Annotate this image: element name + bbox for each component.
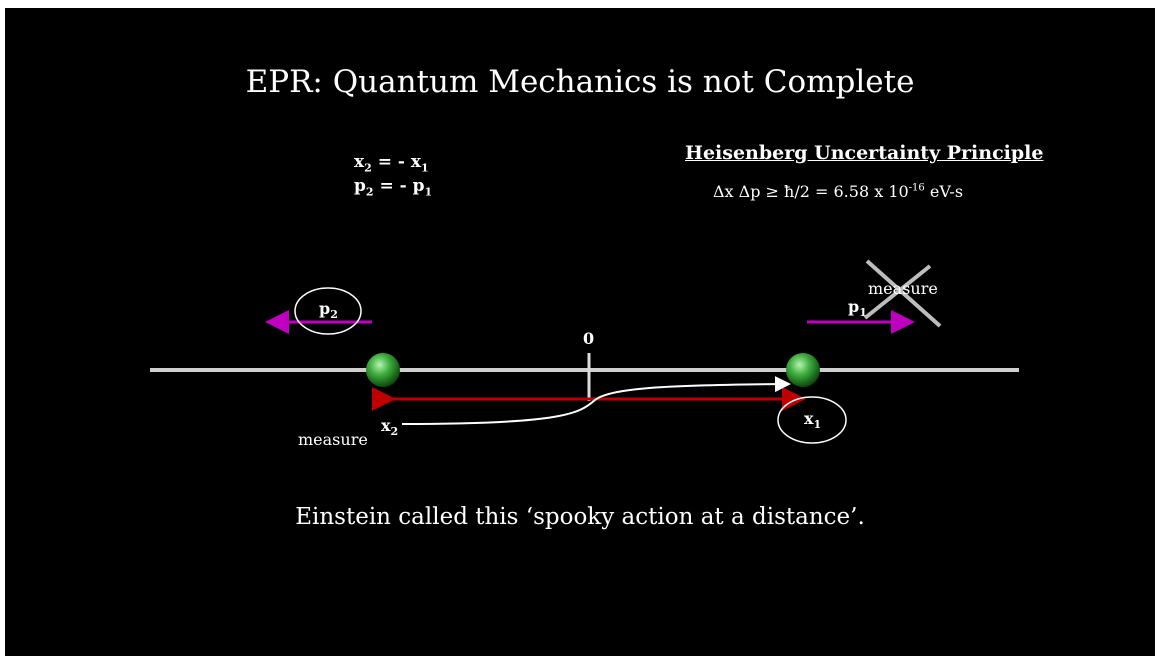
x1-ellipse	[777, 396, 847, 444]
heisenberg-equation: Δx Δp ≥ ħ/2 = 6.58 x 10-16 eV-s	[713, 182, 964, 201]
relation-x: x2 = - x1	[354, 152, 429, 175]
particle-2	[366, 353, 400, 387]
measurement-link-curve	[401, 376, 791, 425]
cross-out-line	[863, 264, 932, 320]
measure-label: measure	[298, 430, 368, 449]
particle-1	[786, 353, 820, 387]
p2-ellipse	[294, 287, 362, 335]
cross-out-line	[865, 259, 942, 328]
x1-label: x1	[804, 409, 822, 432]
relation-p: p2 = - p1	[354, 176, 433, 199]
p2-label: p2	[319, 299, 338, 322]
heisenberg-title: Heisenberg Uncertainty Principle	[685, 142, 1044, 164]
diagram-graphics	[150, 259, 1019, 444]
slide-title: EPR: Quantum Mechanics is not Complete	[245, 64, 915, 100]
p1-label: p1	[848, 297, 867, 320]
x2-label: x2	[381, 416, 399, 439]
slide: EPR: Quantum Mechanics is not Complete x…	[5, 8, 1155, 656]
origin-label: 0	[583, 329, 595, 348]
measure-crossed-label: measure	[868, 279, 938, 298]
caption: Einstein called this ‘spooky action at a…	[295, 504, 865, 530]
